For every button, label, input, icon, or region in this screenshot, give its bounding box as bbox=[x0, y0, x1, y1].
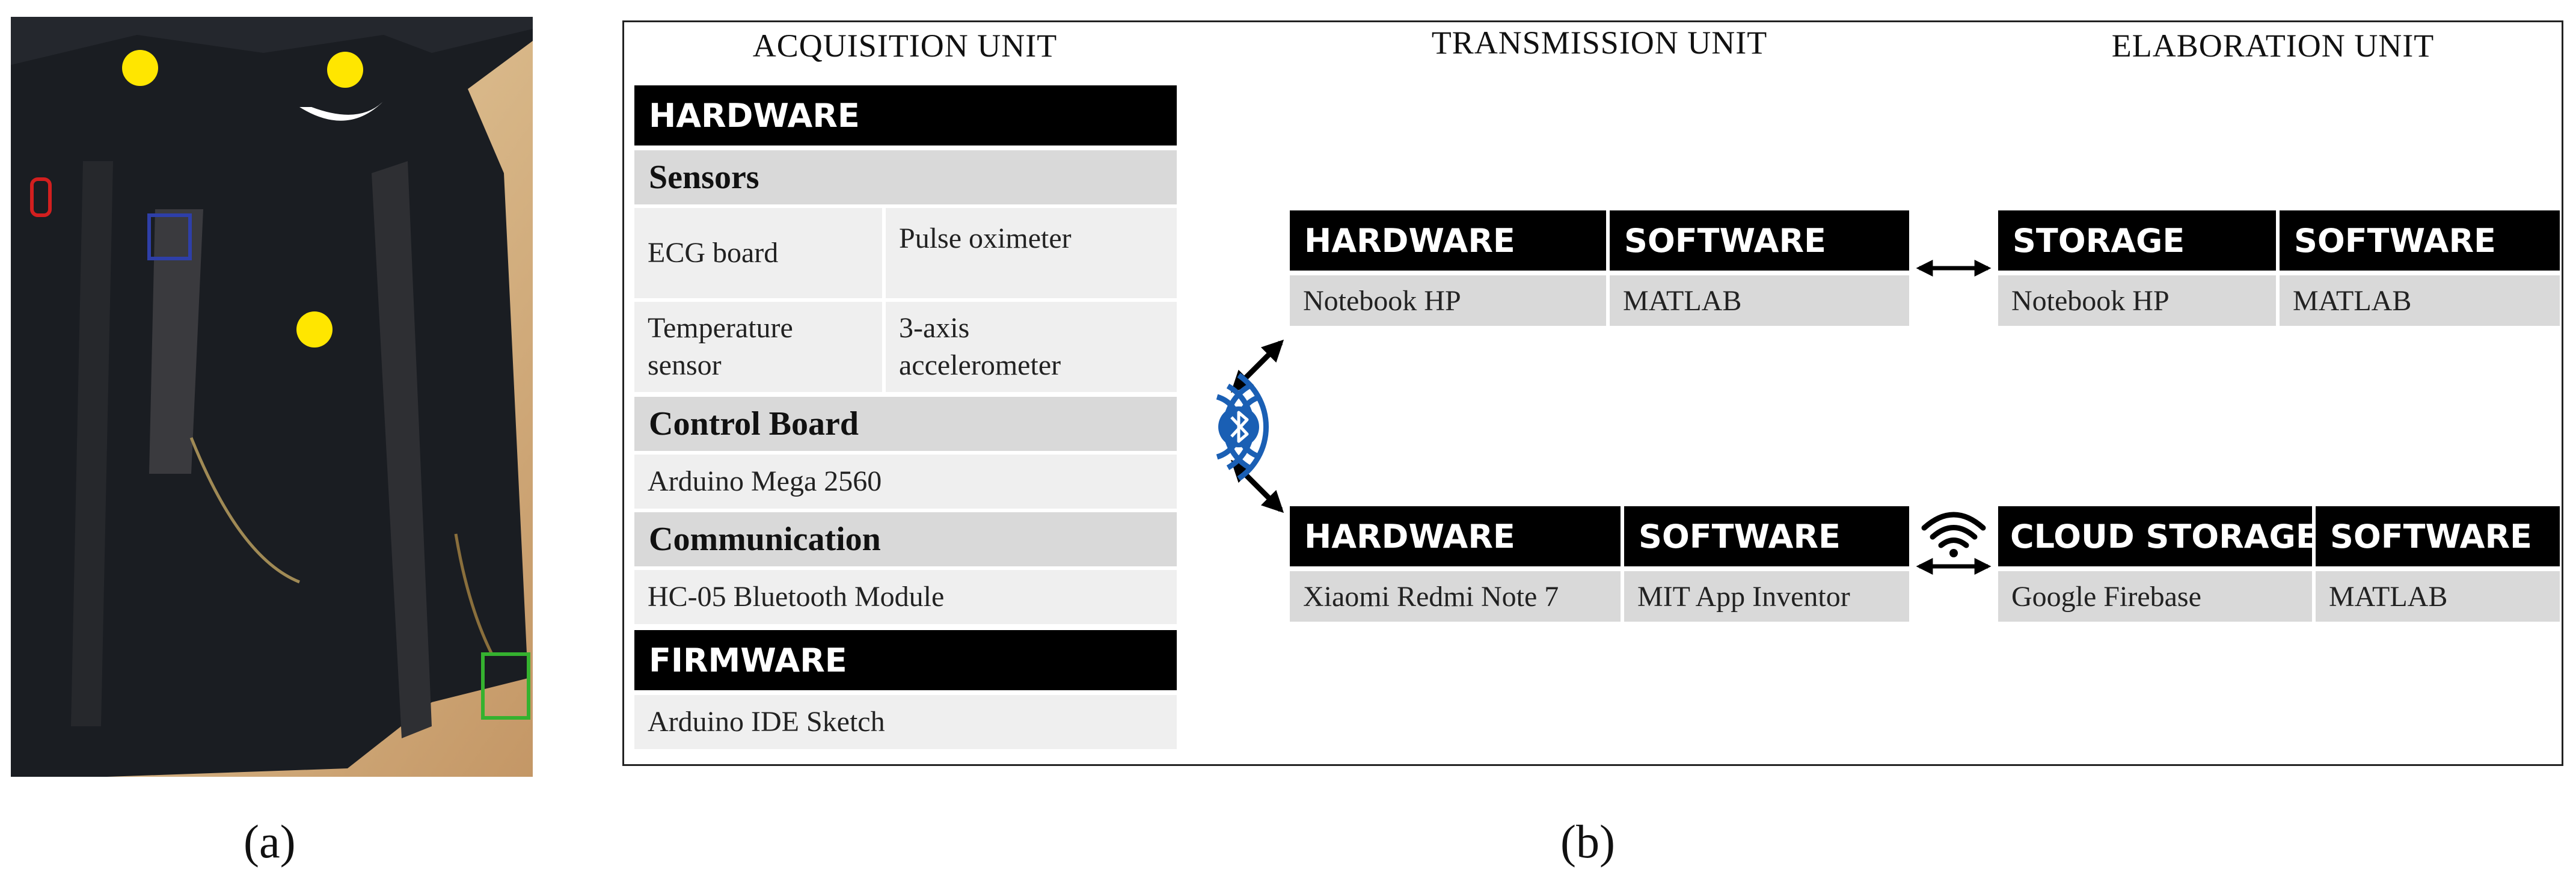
marker-yellow-2 bbox=[327, 52, 363, 88]
arrow-bt-to-notebook bbox=[1230, 339, 1284, 393]
sensor-temperature: Temperature sensor bbox=[634, 302, 882, 392]
trn-top-hardware-value: Notebook HP bbox=[1290, 275, 1606, 326]
marker-red-box bbox=[30, 177, 52, 217]
acq-firmware-header: FIRMWARE bbox=[634, 630, 1177, 690]
trn-bottom-hardware-header: HARDWARE bbox=[1290, 506, 1621, 566]
trn-bottom-hardware-value: Xiaomi Redmi Note 7 bbox=[1290, 571, 1621, 622]
caption-b: (b) bbox=[1560, 815, 1615, 868]
ela-top-software-value: MATLAB bbox=[2280, 275, 2560, 326]
wifi-icon bbox=[1921, 512, 1986, 557]
shirt-photo bbox=[11, 17, 533, 777]
transmission-unit-title: TRANSMISSION UNIT bbox=[1431, 25, 1768, 61]
acq-control-header: Control Board bbox=[634, 397, 1177, 451]
ela-bottom-storage-value: Google Firebase bbox=[1998, 571, 2312, 622]
acq-hardware-header: HARDWARE bbox=[634, 85, 1177, 145]
sensor-accelerometer: 3-axis accelerometer bbox=[886, 302, 1177, 392]
sensor-ecg-board: ECG board bbox=[634, 208, 882, 298]
arrow-bt-to-phone bbox=[1230, 459, 1284, 513]
ela-bottom-storage-header: CLOUD STORAGE bbox=[1998, 506, 2318, 566]
trn-top-hardware-header: HARDWARE bbox=[1290, 210, 1606, 271]
caption-a: (a) bbox=[244, 815, 296, 868]
ela-top-storage-value: Notebook HP bbox=[1998, 275, 2276, 326]
acq-comm-value: HC-05 Bluetooth Module bbox=[634, 570, 1177, 624]
trn-bottom-software-value: MIT App Inventor bbox=[1624, 571, 1909, 622]
trn-bottom-software-header: SOFTWARE bbox=[1624, 506, 1909, 566]
ela-bottom-software-value: MATLAB bbox=[2316, 571, 2560, 622]
acq-sensors-header: Sensors bbox=[634, 150, 1177, 204]
elaboration-unit-title: ELABORATION UNIT bbox=[2111, 28, 2435, 64]
sensor-pulse-oximeter: Pulse oximeter bbox=[886, 208, 1177, 298]
marker-green-box bbox=[481, 652, 530, 720]
acquisition-unit-title: ACQUISITION UNIT bbox=[752, 28, 1058, 64]
bluetooth-icon bbox=[1216, 373, 1269, 481]
acq-comm-header: Communication bbox=[634, 512, 1177, 566]
trn-top-software-value: MATLAB bbox=[1610, 275, 1909, 326]
diagram-frame bbox=[622, 20, 2563, 766]
acq-control-value: Arduino Mega 2560 bbox=[634, 455, 1177, 509]
smart-shirt-image bbox=[11, 17, 533, 777]
marker-yellow-3 bbox=[296, 311, 333, 348]
marker-blue-box bbox=[147, 213, 192, 260]
marker-yellow-1 bbox=[122, 50, 158, 86]
ela-top-software-header: SOFTWARE bbox=[2280, 210, 2560, 271]
ela-bottom-software-header: SOFTWARE bbox=[2316, 506, 2560, 566]
ela-top-storage-header: STORAGE bbox=[1998, 210, 2276, 271]
trn-top-software-header: SOFTWARE bbox=[1610, 210, 1909, 271]
acq-firmware-value: Arduino IDE Sketch bbox=[634, 695, 1177, 749]
